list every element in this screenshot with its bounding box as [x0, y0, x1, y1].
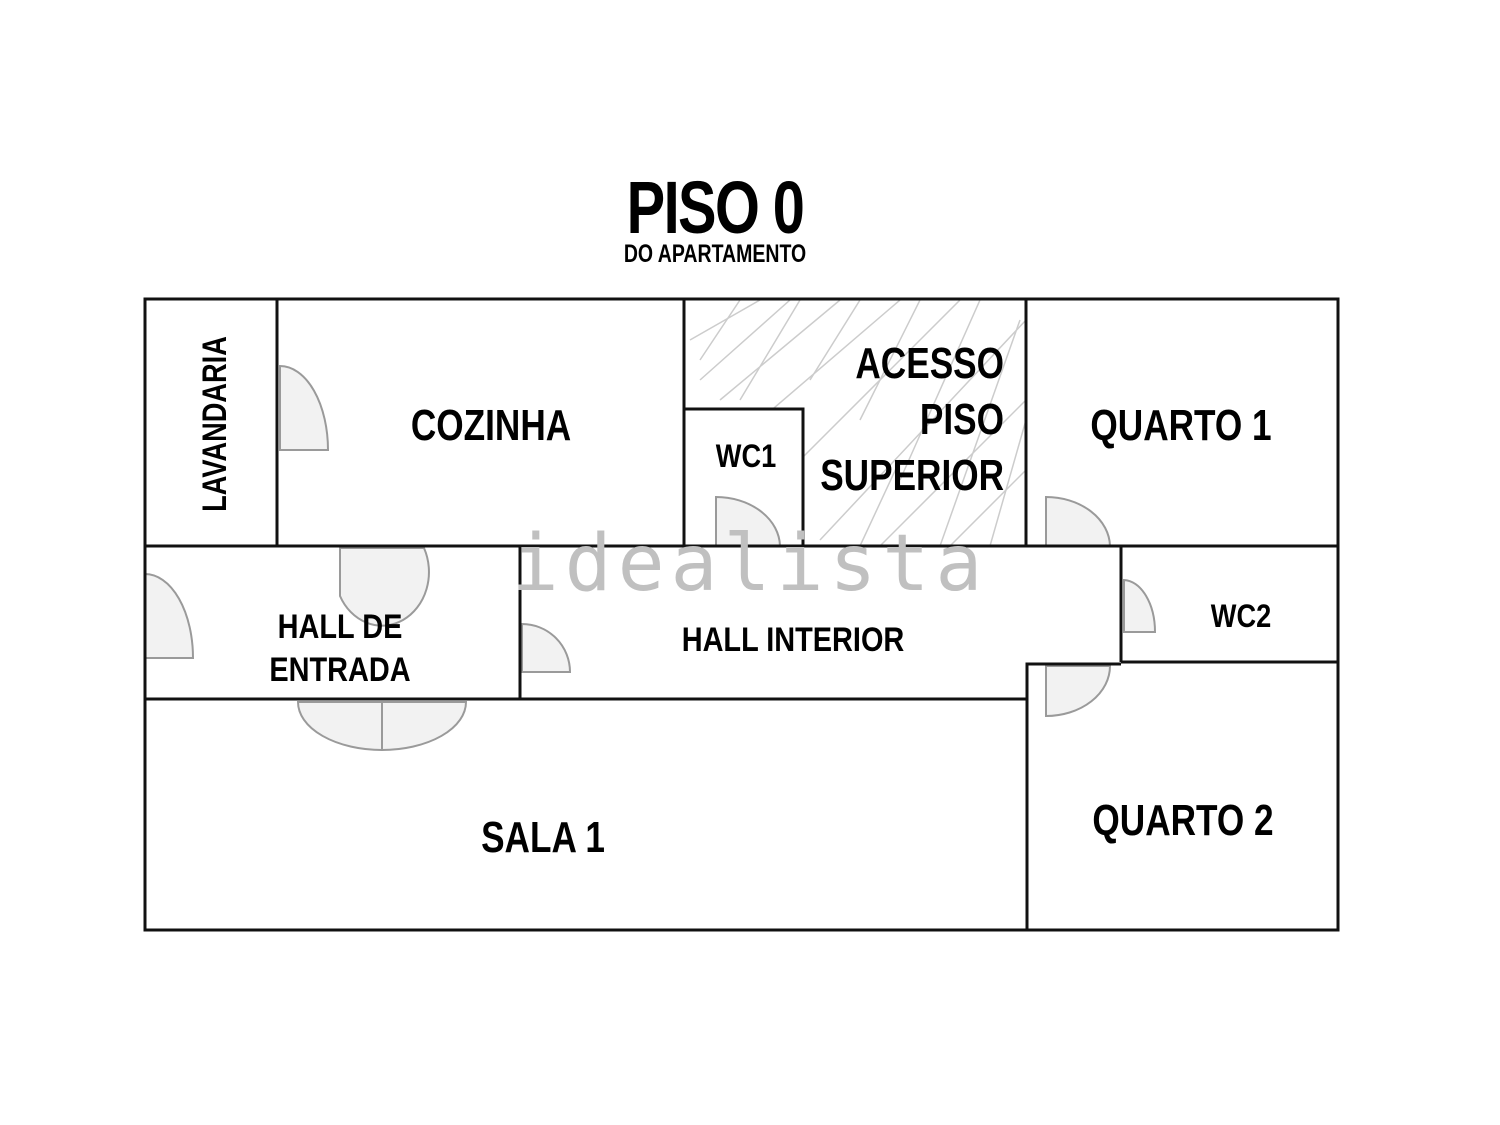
room-label-sala1: SALA 1 — [481, 813, 605, 862]
room-label-acesso-line3: SUPERIOR — [820, 451, 1004, 500]
walls — [143, 297, 1340, 932]
room-label-hall-entrada-line1: HALL DE — [278, 607, 403, 646]
room-label-acesso-line1: ACESSO — [855, 339, 1004, 388]
watermark: idealista — [512, 519, 989, 609]
door-hall-interior-left — [521, 622, 572, 673]
room-label-quarto1: QUARTO 1 — [1090, 401, 1271, 450]
door-main-entrance — [144, 572, 195, 659]
door-quarto1 — [1045, 495, 1112, 547]
room-label-acesso-line2: PISO — [920, 395, 1004, 444]
room-label-hall-interior: HALL INTERIOR — [682, 620, 905, 659]
door-quarto2 — [1045, 665, 1112, 718]
room-label-quarto2: QUARTO 2 — [1092, 796, 1273, 845]
stair-hatch — [689, 300, 1026, 546]
door-cozinha — [279, 364, 330, 451]
room-label-hall-entrada-line2: ENTRADA — [269, 650, 410, 689]
door-sala-right — [381, 701, 468, 752]
room-label-wc2: WC2 — [1211, 599, 1271, 635]
floor-title: PISO 0 — [626, 166, 805, 249]
door-wc2 — [1123, 578, 1157, 633]
door-hall-entrada-top — [339, 547, 430, 627]
room-label-cozinha: COZINHA — [411, 401, 571, 450]
room-label-lavandaria: LAVANDARIA — [195, 336, 234, 512]
room-label-wc1: WC1 — [716, 439, 776, 475]
doors — [144, 364, 1157, 752]
floor-subtitle: DO APARTAMENTO — [623, 240, 807, 268]
door-sala-left — [296, 701, 383, 752]
